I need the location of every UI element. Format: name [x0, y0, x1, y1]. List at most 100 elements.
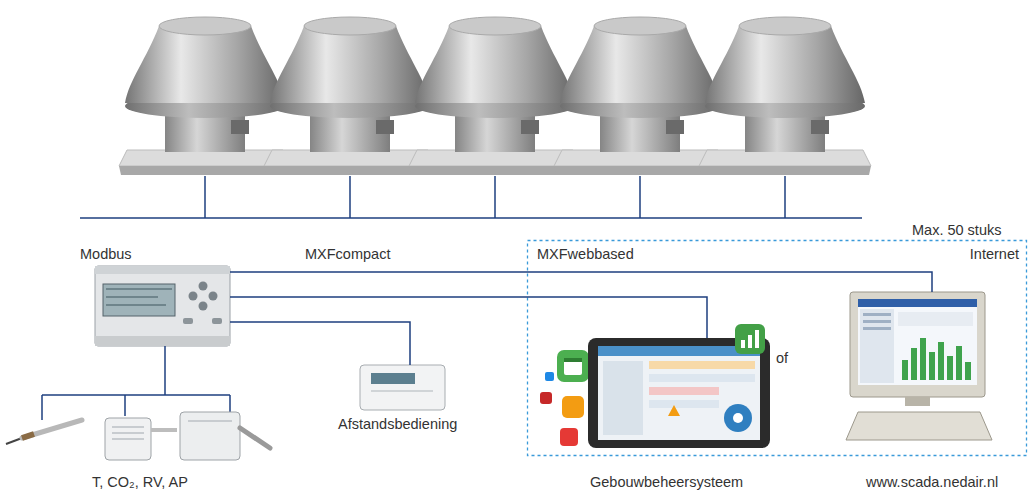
computer-terminal	[902, 360, 908, 380]
remote-control-device	[360, 365, 445, 410]
annotation-label: Max. 50 stuks	[912, 222, 1001, 239]
webbased-region: Gebouwbeheersysteemwww.scada.nedair.nlMX…	[527, 240, 1027, 456]
computer-terminal	[911, 348, 917, 380]
node-label: Afstandsbediening	[338, 416, 457, 433]
computer-terminal	[965, 362, 971, 380]
computer-terminal: www.scada.nedair.nl	[846, 292, 992, 440]
controller-device	[106, 296, 158, 298]
tablet-device	[649, 361, 755, 369]
tablet-device	[755, 330, 759, 348]
controller-device	[106, 288, 172, 290]
computer-terminal	[863, 313, 891, 316]
node-label: www.scada.nedair.nl	[866, 474, 998, 491]
tablet-device	[649, 374, 755, 382]
tablet-device	[545, 372, 554, 381]
tablet-device	[562, 396, 584, 418]
rooftop-fan	[264, 17, 436, 175]
computer-terminal	[938, 342, 944, 380]
tablet-device	[724, 404, 752, 432]
text-holder: Afstandsbediening	[338, 416, 457, 433]
sensor-group-art	[240, 428, 270, 448]
tablet-device	[564, 358, 582, 362]
computer-terminal	[905, 397, 930, 406]
remote-control: Afstandsbediening	[360, 365, 445, 410]
computer-terminal	[898, 312, 973, 326]
computer-terminal	[846, 412, 992, 440]
node-label: T, CO₂, RV, AP	[92, 474, 188, 491]
sensor-branch-wire	[41, 395, 43, 420]
controller-device	[209, 292, 218, 301]
rooftop-fan	[119, 17, 291, 175]
text-holder: of	[774, 350, 790, 367]
computer-terminal	[858, 299, 977, 385]
fan-bus-wire	[494, 176, 496, 218]
sensor-group-art	[22, 434, 34, 438]
bus-connector	[230, 297, 707, 338]
fan-bus-wire	[80, 217, 862, 219]
node-label: MXFwebbased	[537, 246, 634, 263]
tablet-device	[733, 413, 743, 423]
sensor-branch-wire	[42, 394, 230, 396]
remote-control-device	[360, 365, 445, 410]
text-holder: MXFcompact	[305, 246, 390, 263]
text-holder: Gebouwbeheersysteem	[590, 474, 743, 491]
sensor-group-art	[105, 418, 151, 460]
computer-terminal	[850, 292, 985, 397]
sensor-group-art	[6, 412, 270, 460]
computer-terminal	[920, 338, 926, 380]
annotation-label: of	[774, 350, 790, 367]
fan-bus-wire	[204, 176, 206, 218]
sensor-group: T, CO₂, RV, AP	[5, 395, 273, 498]
modbus-controller: Modbus	[80, 246, 230, 346]
sensor-group-art	[6, 438, 22, 444]
computer-terminal	[858, 299, 977, 307]
tablet-device	[557, 350, 589, 382]
tablet-device	[560, 428, 578, 446]
computer-terminal	[863, 327, 891, 330]
controller-device	[189, 292, 198, 301]
text-holder: MXFwebbased	[537, 246, 634, 263]
controller-device	[95, 266, 230, 346]
tablet-device	[588, 338, 770, 448]
tablet-device	[668, 405, 680, 416]
tablet-device	[748, 335, 752, 348]
tablet-device	[598, 346, 760, 440]
controller-device	[183, 318, 193, 324]
controller-device	[95, 266, 230, 274]
sensor-group-art	[112, 432, 144, 434]
remote-control-device	[371, 373, 415, 384]
controller-device	[106, 304, 166, 306]
rooftop-fan	[699, 17, 871, 175]
controller-device	[95, 266, 230, 346]
tablet-device	[649, 387, 719, 395]
sensor-group-art	[112, 426, 144, 428]
controller-device	[103, 284, 175, 316]
tablet-device	[741, 340, 745, 348]
fan-row	[119, 17, 871, 175]
controller-device	[199, 282, 208, 291]
annotation-label: MXFcompact	[305, 246, 390, 263]
fan-bus-wire	[639, 176, 641, 218]
node-label: Modbus	[80, 246, 132, 263]
tablet-device	[540, 324, 770, 448]
sensor-group-art	[151, 428, 177, 432]
remote-control-device	[371, 390, 433, 392]
fan-bus-wire	[784, 176, 786, 218]
rooftop-fan	[409, 17, 581, 175]
node-label: Internet	[970, 246, 1019, 263]
sensor-group-art	[188, 420, 232, 422]
controller-device	[212, 318, 222, 324]
tablet-device	[735, 324, 765, 354]
computer-terminal	[956, 346, 962, 380]
bus-connector	[230, 322, 410, 365]
node-label: Gebouwbeheersysteem	[590, 474, 743, 491]
fan-bus-wire	[349, 176, 351, 218]
sensor-branch-wire	[124, 395, 126, 416]
computer-terminal	[860, 309, 894, 383]
sensor-group-art	[180, 412, 240, 460]
bus-connector	[230, 272, 932, 292]
fan-bus-wire	[80, 176, 862, 218]
